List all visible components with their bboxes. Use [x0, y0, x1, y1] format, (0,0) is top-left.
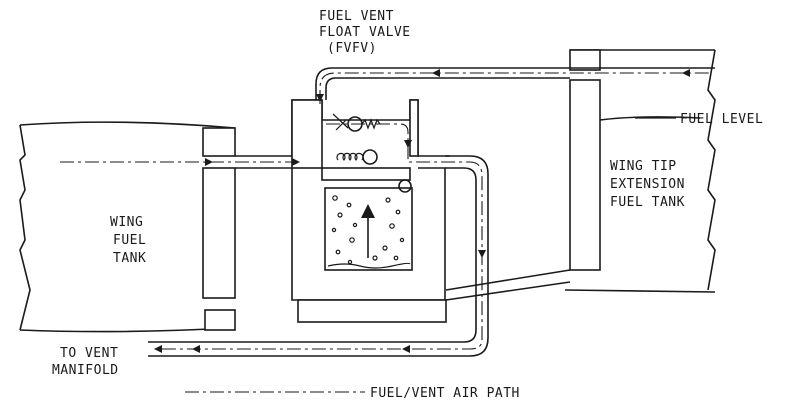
fvfv-label-line2: FLOAT VALVE: [319, 25, 411, 40]
wing-tank-outlet-wall: [202, 167, 236, 299]
middle-check-ball: [362, 149, 378, 165]
fvfv-label-line1: FUEL VENT: [319, 9, 394, 24]
legend-label: FUEL/VENT AIR PATH: [370, 386, 520, 401]
wing-tank-label-line2: FUEL: [113, 233, 146, 248]
middle-spring: [336, 152, 364, 161]
wing-tank-lower-wall: [204, 309, 236, 331]
valve-housing: [235, 99, 450, 323]
wing-tip-label-line3: FUEL TANK: [610, 195, 685, 210]
legend: FUEL/VENT AIR PATH: [185, 386, 520, 401]
fuel-vent-air-path: [60, 69, 712, 353]
float-ball: [398, 179, 412, 193]
float-valve-middle: [336, 149, 378, 165]
wing-tank-inlet-wall: [202, 127, 236, 157]
wing-tank-label-line1: WING: [110, 215, 143, 230]
float-valve-lower: [398, 179, 412, 193]
wing-fuel-tank: [19, 121, 236, 333]
housing-base-plate: [297, 299, 447, 323]
wing-tip-tank: [564, 49, 716, 293]
wing-tip-label-line2: EXTENSION: [610, 177, 685, 192]
vent-manifold-label-line2: MANIFOLD: [52, 363, 119, 378]
wing-tip-label-line1: WING TIP: [610, 159, 677, 174]
wing-tank-label-line3: TANK: [113, 251, 146, 266]
fuel-level-label: FUEL LEVEL: [680, 112, 763, 127]
upper-spring: [361, 118, 381, 130]
fuel-bubbles: [327, 195, 411, 269]
fvfv-label-line3: (FVFV): [327, 41, 377, 56]
vent-pipes: [148, 67, 715, 357]
float-valve-upper: [332, 113, 381, 132]
vent-manifold-label-line1: TO VENT: [60, 346, 118, 361]
